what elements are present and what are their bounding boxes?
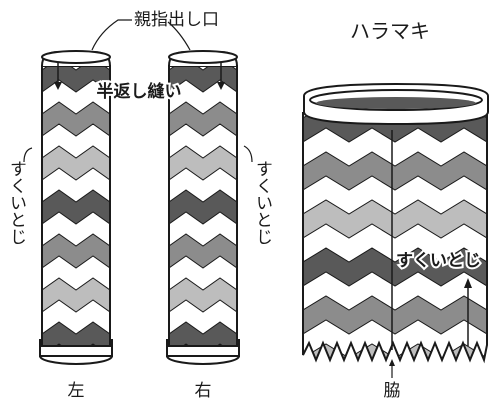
right-wrist-warmer xyxy=(166,50,240,365)
right-sleeve-stripe xyxy=(169,321,237,346)
left-sleeve-arrow-head xyxy=(54,82,62,90)
slip-stitch-right-label: すくいとじ xyxy=(252,160,272,245)
left-wrist-warmer xyxy=(39,50,113,365)
right-sleeve-top-rim xyxy=(168,50,238,64)
haramaki-title: ハラマキ xyxy=(350,19,430,43)
half-backstitch-label: 半返し縫い xyxy=(97,81,182,102)
left-sleeve-stripes xyxy=(42,66,110,346)
band-outline xyxy=(302,112,488,364)
side-label: 脇 xyxy=(384,381,401,401)
slip-stitch-left-label: すくいとじ xyxy=(6,160,26,245)
left-sleeve-top-rim xyxy=(41,50,111,64)
thumb-hole-leader-right xyxy=(167,21,191,51)
thumb-hole-leader xyxy=(91,19,132,51)
right-label: 右 xyxy=(195,381,212,401)
slip-stitch-band-label: すくいとじ xyxy=(396,251,481,271)
band-inner-shadow xyxy=(316,97,476,109)
slip-stitch-left-bracket xyxy=(23,147,33,163)
haramaki-band xyxy=(302,82,489,364)
left-sleeve-stripe xyxy=(42,321,110,346)
side-pointer-head xyxy=(389,359,395,366)
band-up-arrow-head xyxy=(464,278,472,288)
right-sleeve-stripes xyxy=(169,66,237,346)
right-sleeve-arrow-head xyxy=(217,82,225,90)
thumb-hole-label: 親指出し口 xyxy=(134,10,219,30)
left-label: 左 xyxy=(68,381,85,401)
slip-stitch-right-bracket xyxy=(243,145,253,163)
